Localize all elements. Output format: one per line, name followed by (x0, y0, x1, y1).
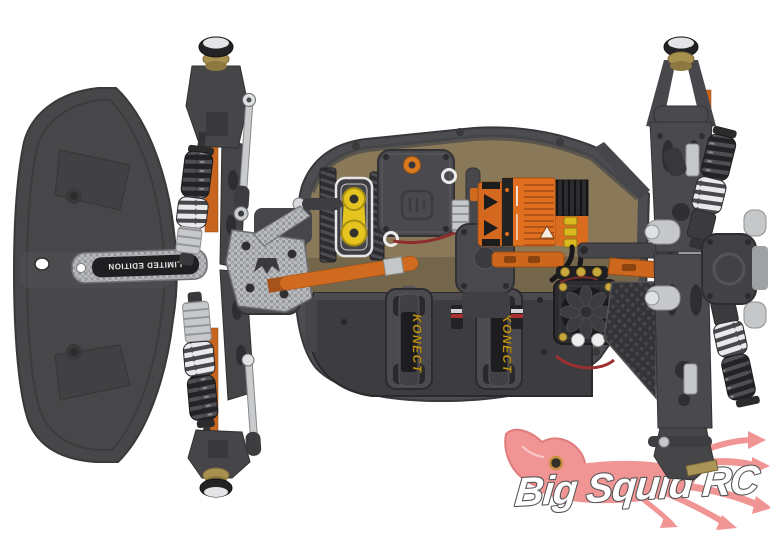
steering-link-top (233, 92, 257, 222)
wire-clip-top (441, 168, 457, 184)
rear-shock-top (686, 125, 737, 251)
plate-text: LIMITED EDITION (108, 260, 182, 272)
squid-eye (548, 455, 564, 471)
receiver-screws (383, 154, 449, 232)
esc-logo-triangle (539, 225, 555, 239)
watermark-text: Big Squid RC (513, 457, 762, 515)
battery-strap-left: KONECT (385, 286, 433, 390)
motor-solder-tabs (556, 266, 608, 279)
receiver-box (377, 149, 455, 237)
rear-diff-housing (701, 209, 768, 329)
balance-connector-right (511, 305, 523, 329)
servo-horn (340, 187, 368, 247)
rear-uj-coupler-top (685, 143, 700, 177)
esc-end-clip (477, 181, 505, 247)
bigsquid-watermark: Big Squid RC (504, 428, 770, 530)
battery-strap-right-label: KONECT (500, 314, 514, 374)
outdrive-bottom (743, 301, 767, 329)
front-hub-bottom (187, 429, 251, 498)
esc-fan-fins (555, 179, 589, 217)
rear-support-arm (594, 142, 650, 200)
rear-carbon-plate (603, 281, 657, 401)
wing-bolt-top-inner (70, 192, 78, 200)
orange-chassis-brace (491, 251, 565, 268)
tray-top-lip (314, 293, 592, 300)
battery-tray: KONECT KONECT (305, 286, 593, 397)
rear-hub-bottom (648, 427, 719, 481)
motor-red-wire (555, 354, 615, 370)
limited-edition-plate: LIMITED EDITION (71, 248, 208, 284)
steering-carbon-plate (225, 205, 313, 313)
sensor-wire (559, 276, 599, 283)
wing-hole (34, 257, 50, 271)
front-suspension (175, 36, 419, 498)
battery-strap-left-label: KONECT (410, 314, 424, 374)
motor-fan (553, 276, 619, 370)
steering-link-bottom (241, 353, 262, 456)
rear-orange-bracket (607, 257, 661, 279)
esc-bullet-plugs (563, 216, 578, 248)
front-hub-top (185, 36, 249, 149)
servo-carbon-strip-left (319, 167, 337, 263)
brand-logo-emboss (400, 189, 434, 221)
electronics (319, 142, 679, 401)
outdrive-top (743, 209, 767, 237)
rear-edge-bracket (752, 246, 768, 290)
wing-inner-outline (25, 99, 166, 451)
motor-cap-left (571, 333, 585, 347)
rear-uj-dark (663, 147, 687, 177)
plate-label-band (91, 254, 200, 278)
motor-cap-right (591, 333, 605, 347)
squid-body (535, 460, 695, 504)
front-shock-top (175, 131, 215, 266)
wire-clip-bottom (383, 231, 399, 247)
wing-bolt-bottom-inner (70, 348, 78, 356)
tray-step (305, 300, 317, 352)
rear-uj-coupler-bottom (683, 363, 698, 395)
fan-blades (559, 285, 613, 339)
steering-drag-link (302, 198, 342, 210)
front-center-driveshaft (266, 256, 419, 293)
balance-connector-left (451, 305, 463, 329)
tray-base (307, 292, 593, 397)
rear-suspension (644, 36, 768, 481)
squid-highlight (521, 445, 545, 458)
rear-brass-link (685, 459, 719, 477)
plate-hole (76, 263, 87, 274)
rear-axle-nut-top (663, 36, 699, 71)
